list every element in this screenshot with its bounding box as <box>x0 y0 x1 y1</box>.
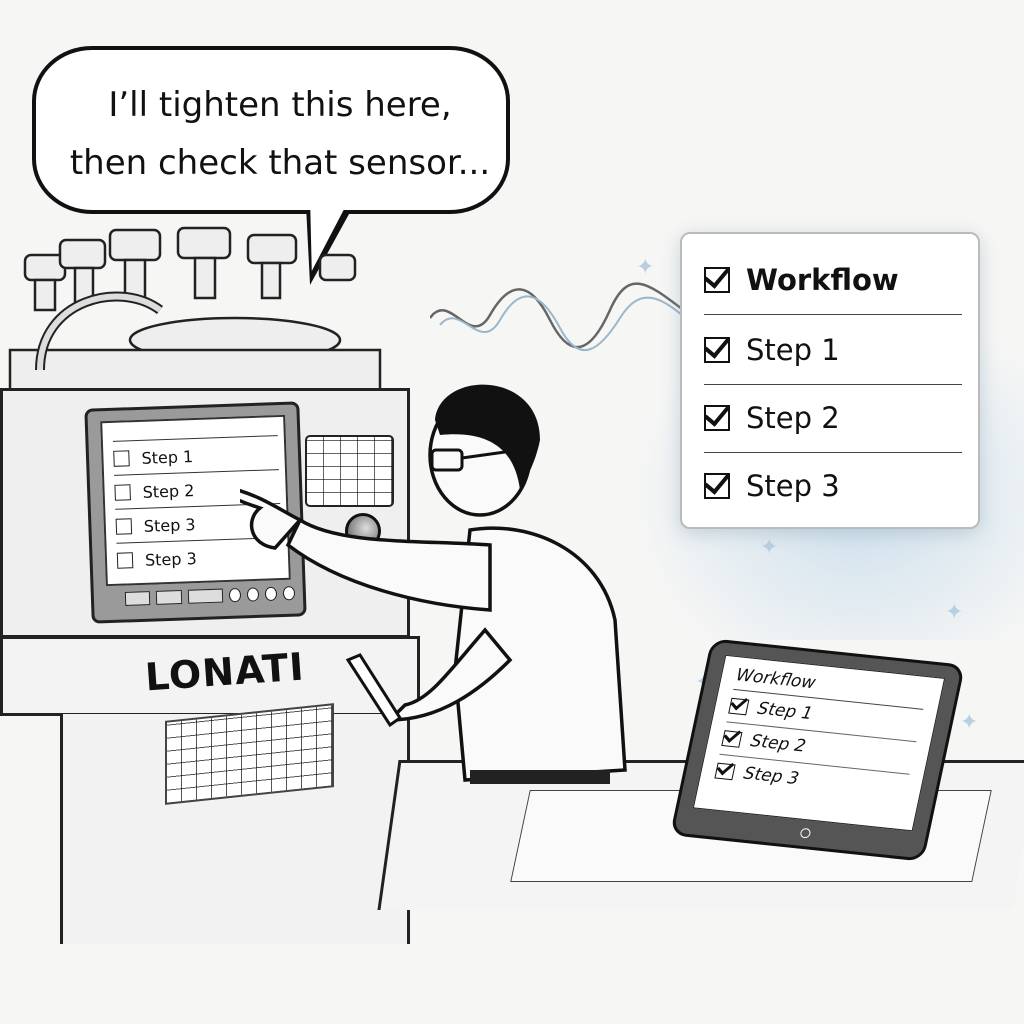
tablet-device: Workflow Step 1 Step 2 Step 3 <box>669 638 966 862</box>
machine-screen-row-label: Step 1 <box>141 446 194 468</box>
checkbox-checked-icon[interactable] <box>728 697 750 716</box>
checkbox-checked-icon[interactable] <box>721 730 743 748</box>
checklist-header[interactable]: Workflow <box>704 246 959 314</box>
speech-bubble <box>32 46 510 214</box>
sparkle-icon: ✦ <box>945 600 964 625</box>
sparkle-icon: ✦ <box>960 710 979 735</box>
checkbox-checked-icon[interactable] <box>714 762 736 781</box>
checklist-item-label: Step 2 <box>746 401 840 435</box>
tablet-checklist-item-label: Step 2 <box>748 731 808 757</box>
speech-line-2: then check that sensor... <box>69 143 491 183</box>
checkbox-icon[interactable] <box>115 518 133 535</box>
machine-keypad[interactable] <box>305 435 394 507</box>
divider <box>704 452 962 453</box>
checkbox-icon[interactable] <box>113 450 130 467</box>
signal-wave-icon <box>430 282 690 351</box>
checklist-item[interactable]: Step 2 <box>704 384 959 452</box>
machine-screen-row-label: Step 3 <box>144 548 198 570</box>
checklist-item-label: Step 1 <box>746 333 840 367</box>
machine-top-assembly <box>8 226 382 390</box>
checklist-item[interactable]: Step 3 <box>704 452 959 520</box>
checkbox-icon[interactable] <box>116 552 134 569</box>
checklist-title: Workflow <box>746 263 899 297</box>
checklist-item-label: Step 3 <box>746 469 840 503</box>
machine-soft-button[interactable] <box>156 589 182 605</box>
machine-screen-row-label: Step 2 <box>142 480 195 502</box>
floating-workflow-checklist: Workflow Step 1 Step 2 Step 3 <box>680 232 980 529</box>
sparkle-icon: ✦ <box>636 255 655 280</box>
machine-screen-row-label: Step 3 <box>143 514 196 536</box>
tablet-home-button[interactable] <box>798 827 811 839</box>
checkbox-icon[interactable] <box>114 484 131 501</box>
divider <box>704 384 962 385</box>
checkbox-checked-icon[interactable] <box>704 405 730 431</box>
machine-soft-button[interactable] <box>187 588 224 604</box>
divider <box>704 314 962 315</box>
checkbox-checked-icon[interactable] <box>704 473 730 499</box>
checklist-item[interactable]: Step 1 <box>704 316 959 384</box>
speech-line-1: I’ll tighten this here, <box>108 85 452 125</box>
tablet-checklist-item-label: Step 3 <box>741 763 801 790</box>
checkbox-checked-icon[interactable] <box>704 337 730 363</box>
checkbox-checked-icon[interactable] <box>704 267 730 293</box>
machine-soft-button[interactable] <box>124 591 151 606</box>
technician-figure <box>240 384 627 784</box>
tablet-checklist-item-label: Step 1 <box>755 698 815 725</box>
speech-bubble-text: I’ll tighten this here, then check that … <box>60 76 500 192</box>
tablet-screen[interactable]: Workflow Step 1 Step 2 Step 3 <box>692 654 946 832</box>
sparkle-icon: ✦ <box>760 535 779 560</box>
machine-base <box>0 636 420 716</box>
